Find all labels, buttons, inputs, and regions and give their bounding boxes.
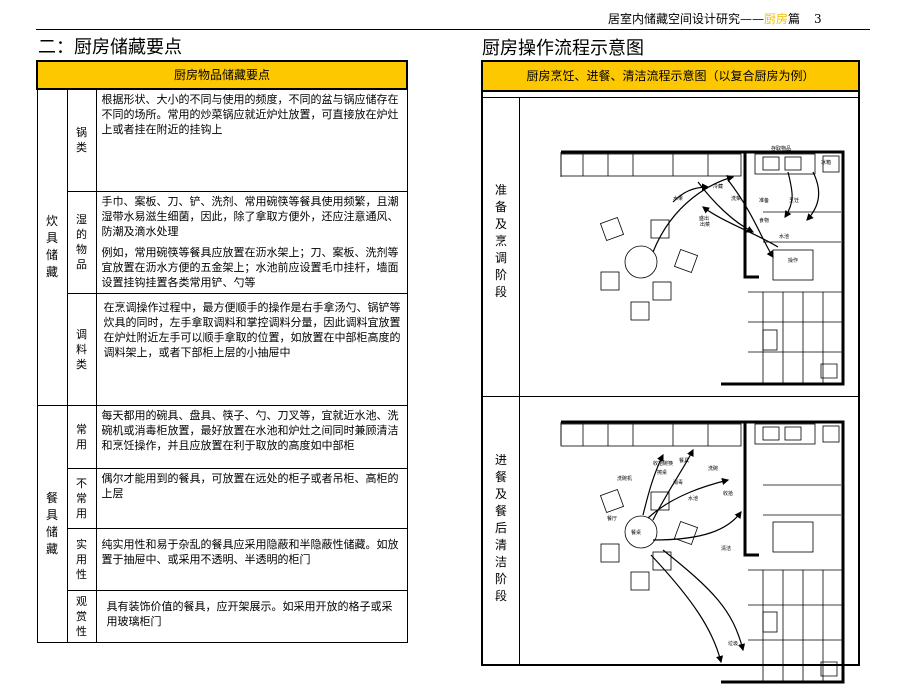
row-text: 纯实用性和易于杂乱的餐具应采用隐蔽和半隐蔽性储藏。如放置于抽屉中、或采用不透明、… (95, 527, 408, 591)
storage-table: 厨房物品储藏要点 炊具储藏 锅类 根据形状、大小的不同与使用的频度，不同的盆与锅… (36, 60, 408, 643)
group-label-tableware: 餐具储藏 (36, 404, 68, 643)
svg-text:收拾: 收拾 (723, 490, 733, 497)
svg-text:洗碗: 洗碗 (708, 465, 718, 472)
divider (483, 97, 858, 98)
header-accent: 厨房 (764, 12, 789, 26)
svg-text:餐具: 餐具 (679, 457, 689, 464)
row-text: 每天都用的碗具、盘具、筷子、勺、刀叉等，宜就近水池、洗碗机或消毒柜放置，最好放置… (95, 404, 408, 469)
row-label: 锅类 (66, 88, 97, 192)
svg-text:水池: 水池 (688, 495, 698, 502)
row-text: 在烹调操作过程中，最方便顺手的操作是右手拿汤勺、锅铲等炊具的同时，左手拿取调料和… (95, 292, 408, 406)
row-text: 偶尔才能用到的餐具，可放置在远处的柜子或者吊柜、高柜的上层 (95, 467, 408, 529)
stage-label-dining: 进餐及餐后清洁阶段 (494, 453, 507, 603)
svg-text:存取物品: 存取物品 (771, 145, 791, 152)
flow-diagram-panel: 厨房烹饪、进餐、清洁流程示意图（以复合厨房为例） 准备及烹调阶段 进餐及餐后清洁… (481, 60, 860, 684)
svg-text:垃圾: 垃圾 (728, 640, 738, 647)
svg-text:冷藏: 冷藏 (713, 183, 723, 190)
svg-text:盛出: 盛出 (699, 215, 709, 222)
svg-text:餐桌: 餐桌 (631, 529, 641, 536)
svg-text:清洁: 清洁 (721, 545, 731, 552)
svg-text:餐厅: 餐厅 (607, 515, 617, 522)
header-title: 居室内储藏空间设计研究—— (608, 12, 765, 26)
divider (519, 97, 520, 664)
page-number: 3 (814, 12, 822, 26)
row-label: 观赏性 (66, 589, 97, 643)
group-label-cookware: 炊具储藏 (36, 88, 68, 406)
svg-text:洗菜: 洗菜 (731, 195, 741, 202)
svg-text:洗碗机: 洗碗机 (617, 475, 632, 482)
divider (483, 396, 858, 397)
svg-text:水池: 水池 (779, 233, 789, 240)
svg-text:消毒: 消毒 (673, 479, 683, 486)
row-label: 湿的物品 (66, 190, 97, 294)
svg-text:擦桌: 擦桌 (657, 469, 667, 476)
row-text: 具有装饰价值的餐具，应开架展示。如采用开放的格子或采用玻璃柜门 (95, 589, 408, 643)
svg-text:收拾碗筷: 收拾碗筷 (653, 460, 673, 467)
right-section-title: 厨房操作流程示意图 (482, 38, 644, 59)
svg-text:出菜: 出菜 (700, 221, 710, 228)
row-label: 实用性 (66, 527, 97, 591)
header-rule (36, 29, 870, 30)
header-suffix: 篇 (788, 12, 801, 26)
svg-text:水果: 水果 (673, 195, 683, 202)
stage-label-prep: 准备及烹调阶段 (494, 183, 507, 299)
row-text: 手巾、案板、刀、铲、洗剂、常用碗筷等餐具使用频繁，且潮湿带水易滋生细菌，因此，除… (95, 190, 408, 243)
table-title: 厨房物品储藏要点 (36, 60, 408, 90)
row-text-2: 例如，常用碗筷等餐具应放置在沥水架上；刀、案板、洗剂等宜放置在沥水方便的五金架上… (95, 243, 408, 294)
row-label: 不常用 (66, 467, 97, 529)
panel-title: 厨房烹饪、进餐、清洁流程示意图（以复合厨房为例） (483, 62, 858, 92)
left-section-title: 二：厨房储藏要点 (38, 37, 182, 58)
svg-text:准备: 准备 (759, 197, 769, 204)
row-label: 常用 (66, 404, 97, 469)
svg-text:食物: 食物 (759, 217, 769, 224)
svg-text:冰箱: 冰箱 (821, 159, 831, 166)
svg-text:操作: 操作 (788, 257, 798, 264)
svg-text:烹饪: 烹饪 (789, 197, 799, 204)
row-label: 调料类 (66, 292, 97, 406)
row-text: 根据形状、大小的不同与使用的频度，不同的盆与锅应储存在不同的场所。常用的炒菜锅应… (95, 88, 408, 192)
